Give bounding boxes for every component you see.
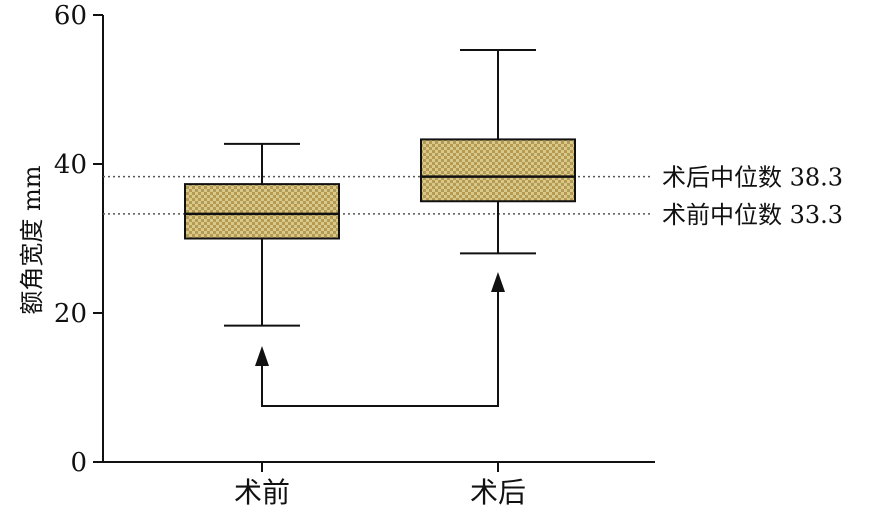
comparison-connector — [255, 272, 505, 407]
x-tick-label: 术后 — [470, 476, 526, 509]
axes: 0 20 40 60 术前 术后 — [54, 1, 655, 509]
y-axis-label: 额角宽度 mm — [18, 165, 46, 314]
arrow-head-left — [255, 346, 269, 366]
x-tick-label: 术前 — [234, 476, 290, 509]
median-reference-label: 术后中位数 38.3 — [662, 164, 843, 192]
connector-line — [261, 290, 499, 407]
box-post — [420, 49, 576, 255]
arrow-head-right — [491, 272, 505, 292]
y-tick-label: 20 — [54, 299, 87, 329]
iqr-box — [420, 138, 576, 203]
median-reference-label: 术前中位数 33.3 — [662, 201, 843, 229]
y-tick-label: 0 — [70, 448, 87, 478]
y-tick-label: 40 — [54, 150, 87, 180]
reference-lines: 术后中位数 38.3 术前中位数 33.3 — [103, 164, 843, 229]
box-pre — [184, 142, 340, 327]
iqr-box — [184, 183, 340, 240]
y-tick-label: 60 — [54, 1, 87, 31]
boxes — [184, 49, 576, 327]
